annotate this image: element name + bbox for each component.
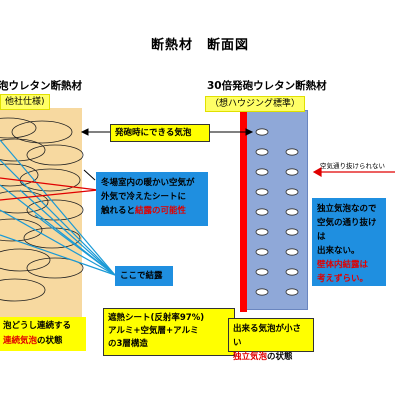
diagram-title: 断熱材 断面図	[150, 38, 249, 53]
left-bubble	[0, 163, 39, 187]
right-bubble	[255, 228, 269, 236]
right-bubble	[255, 168, 269, 176]
air-flow-line	[34, 214, 116, 276]
arrow-head-right	[245, 128, 254, 136]
right-bubble	[285, 208, 299, 216]
left-bubble	[0, 248, 51, 272]
foam-bubble-callout: 発砲時にできる気泡	[110, 124, 210, 142]
left-bubble	[0, 117, 37, 139]
red-line	[0, 177, 99, 191]
right-spec-label: （想ハウジング標準）	[205, 96, 306, 112]
winter-condensation-box: 冬場室内の暖かい空気が 外気で冷えたシートに 触れると結露の可能性	[96, 172, 208, 226]
closed-cell-caption: 出来る気泡が小さい 独立気泡の状態	[228, 318, 314, 362]
winter-arrow	[83, 169, 96, 181]
heat-shield-sheet-callout: 遮熱シート(反射率97%) アルミ+空気層+アルミ の3層構造	[103, 308, 235, 356]
right-bubble	[255, 248, 269, 256]
right-header: 30倍発砲ウレタン断熱材	[207, 80, 327, 92]
right-bubble	[285, 228, 299, 236]
right-bubble	[255, 188, 269, 196]
right-foam-panel	[246, 110, 308, 310]
left-bubble	[0, 218, 43, 242]
winter-line-1: 冬場室内の暖かい空気が	[101, 178, 195, 188]
right-bubble	[285, 168, 299, 176]
right-bubble	[285, 248, 299, 256]
right-bubble	[255, 148, 269, 156]
air-flow-line	[0, 139, 116, 276]
left-bubble	[26, 199, 84, 221]
arrow-head-left	[80, 128, 89, 136]
blocked-air-arrow-head	[312, 166, 322, 178]
left-bubble	[19, 168, 81, 192]
winter-line-2: 外気で冷えたシートに	[101, 192, 187, 202]
air-flow-line	[0, 209, 116, 276]
here-condensation-label: ここで結露	[115, 266, 173, 286]
left-bubble	[26, 144, 84, 166]
air-flow-line	[19, 189, 116, 276]
left-bubble	[26, 257, 84, 279]
left-bubble	[0, 278, 46, 302]
left-header: 泡ウレタン断熱材	[0, 80, 82, 92]
air-blocked-note: 空気通り抜けられない	[320, 162, 385, 170]
left-bubble	[11, 120, 73, 144]
red-sheet-bar	[240, 110, 247, 312]
left-bubble	[0, 190, 49, 214]
winter-line-3: 触れると結露の可能性	[101, 206, 187, 216]
closed-cell-info-box: 独立気泡なので 空気の通り抜けは 出来ない。 壁体内結露は 考えずらい。	[312, 198, 386, 286]
right-bubble	[285, 268, 299, 276]
open-cell-callout: 泡どうし連続する 連続気泡の状態	[0, 317, 86, 351]
air-flow-line	[0, 234, 116, 276]
right-bubble	[255, 208, 269, 216]
right-bubble	[255, 268, 269, 276]
right-bubble	[285, 288, 299, 296]
air-flow-line	[0, 159, 116, 276]
red-line	[0, 189, 99, 201]
right-bubble	[255, 128, 269, 136]
right-bubble	[255, 288, 269, 296]
left-spec-label: 他社仕様)	[0, 94, 50, 110]
left-bubble	[0, 138, 46, 162]
right-bubble	[285, 188, 299, 196]
right-bubble	[285, 148, 299, 156]
